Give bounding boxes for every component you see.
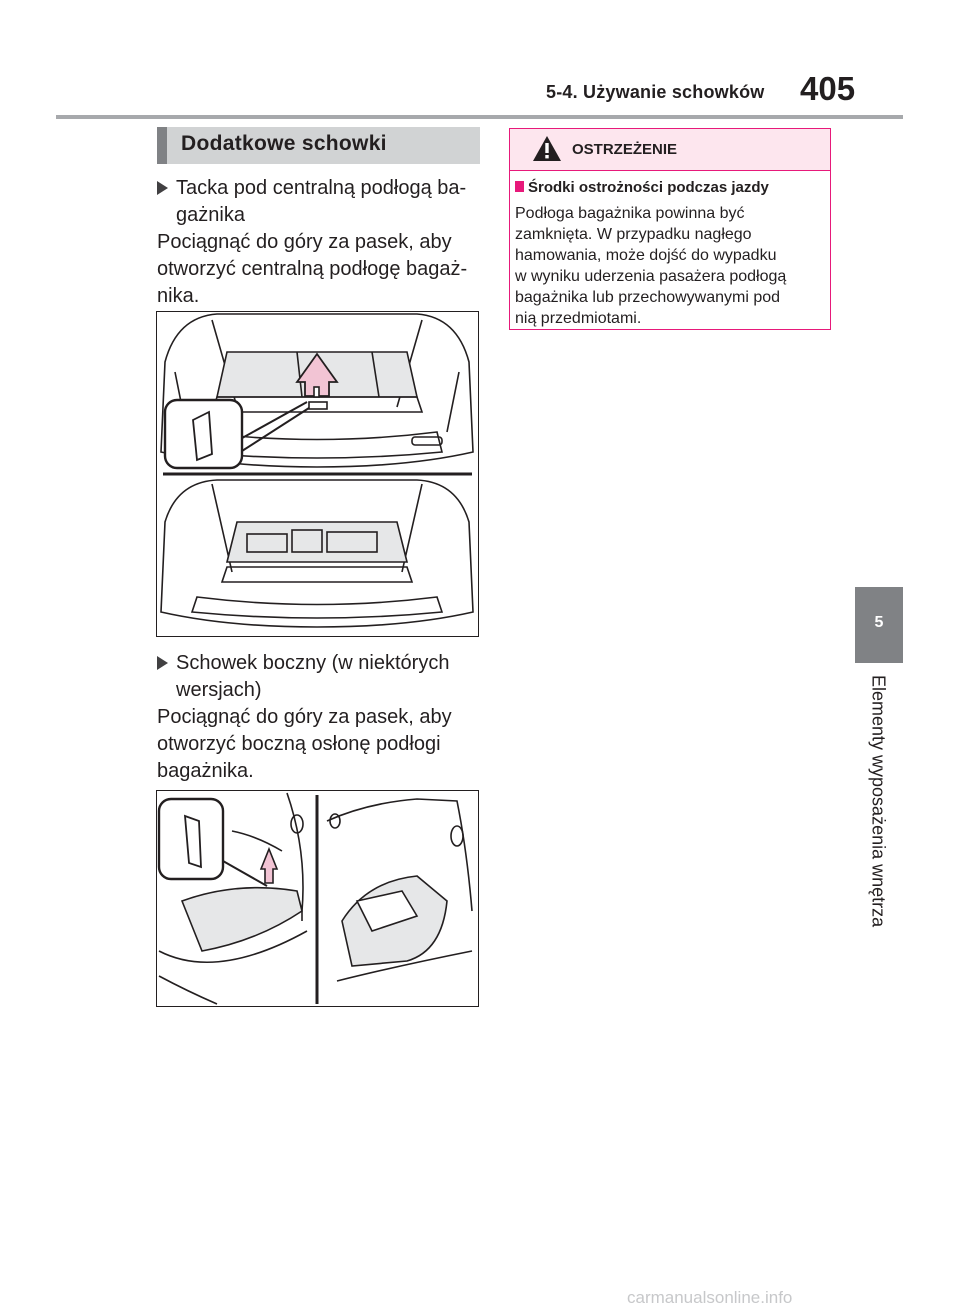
bullet-triangle-icon xyxy=(157,656,168,670)
bullet-item-center-tray: Tacka pod centralną podłogą ba- gażnika xyxy=(157,175,477,229)
section-heading: Dodatkowe schowki xyxy=(157,127,480,164)
trunk-center-tray-illustration xyxy=(160,313,474,628)
section-heading-label: Dodatkowe schowki xyxy=(181,132,387,155)
warning-box: OSTRZEŻENIE Środki ostrożności podczas j… xyxy=(509,128,831,330)
warning-body: Podłoga bagażnika powinna być zamknięta.… xyxy=(515,205,787,327)
watermark: carmanualsonline.info xyxy=(627,1288,793,1307)
instruction-text-center-tray: Pociągnąć do góry za pasek, aby otworzyć… xyxy=(157,231,468,307)
bullet-item-side-storage: Schowek boczny (w niektórych wersjach) xyxy=(157,650,477,704)
warning-subtitle: Środki ostrożności podczas jazdy xyxy=(515,179,769,196)
section-title: 5-4. Używanie schowków xyxy=(546,82,765,102)
warning-header: OSTRZEŻENIE xyxy=(510,129,830,171)
warning-triangle-icon xyxy=(532,135,562,167)
chapter-title: Elementy wyposażenia wnętrza xyxy=(868,675,889,928)
figure-side-storage xyxy=(156,790,479,1007)
warning-subtitle-text: Środki ostrożności podczas jazdy xyxy=(528,179,769,196)
bullet-text: Tacka pod centralną podłogą ba- gażnika xyxy=(176,177,467,226)
warning-title: OSTRZEŻENIE xyxy=(572,141,678,158)
header-rule xyxy=(56,115,903,119)
chapter-tab: 5 xyxy=(855,587,903,663)
chapter-number: 5 xyxy=(874,614,884,631)
square-bullet-icon xyxy=(515,181,524,192)
instruction-text-side-storage: Pociągnąć do góry za pasek, aby otworzyć… xyxy=(157,706,452,782)
side-storage-illustration xyxy=(157,792,473,1005)
figure-trunk-center-tray xyxy=(156,311,479,637)
bullet-triangle-icon xyxy=(157,181,168,195)
bullet-text: Schowek boczny (w niektórych wersjach) xyxy=(176,652,450,701)
page-number: 405 xyxy=(800,70,856,107)
